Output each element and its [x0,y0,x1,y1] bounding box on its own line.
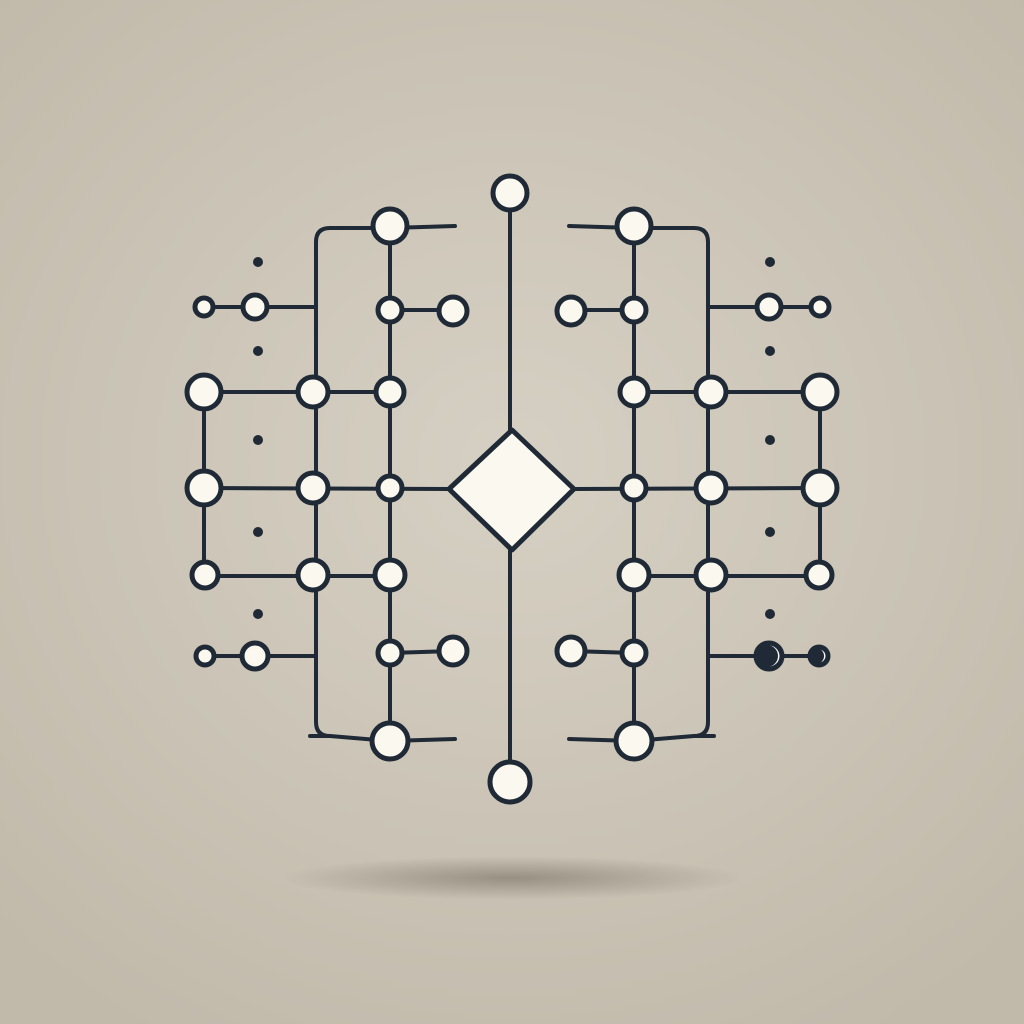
small-dot-right-4 [765,527,775,537]
node-right-11 [619,473,649,503]
small-dot-right-1 [765,257,775,267]
node-layer [184,173,840,805]
node-left-15 [193,644,217,668]
node-left-4 [375,295,405,325]
node-left-9 [184,468,224,508]
node-right-17 [619,638,649,668]
node-right-8 [617,375,651,409]
node-right-4 [619,295,649,325]
node-left-5 [436,294,470,328]
dot-layer [253,257,775,619]
small-dot-left-5 [253,609,263,619]
node-left-6 [184,372,224,412]
small-dot-left-2 [253,346,263,356]
node-right-1 [614,206,654,246]
node-right-5 [554,294,588,328]
node-left-18 [436,634,470,668]
node-left-11 [375,473,405,503]
small-dot-left-4 [253,527,263,537]
filled-node-right-1 [756,645,778,667]
node-left-14 [372,557,408,593]
node-center-1 [490,173,530,213]
small-dot-right-5 [765,609,775,619]
node-left-7 [295,374,331,410]
node-left-8 [373,375,407,409]
node-right-7 [693,374,729,410]
node-right-14 [616,557,652,593]
node-left-12 [189,559,221,591]
center-diamond-node [446,427,577,553]
node-left-3 [240,292,270,322]
node-left-16 [239,640,271,672]
node-right-18 [554,634,588,668]
small-dot-right-2 [765,346,775,356]
node-right-6 [800,372,840,412]
node-right-3 [754,292,784,322]
node-right-19 [613,720,655,762]
node-right-12 [803,559,835,591]
node-right-9 [800,468,840,508]
node-right-10 [693,470,729,506]
node-right-2 [808,295,832,319]
node-left-2 [192,295,216,319]
node-center-2 [487,759,533,805]
small-dot-left-3 [253,435,263,445]
small-dot-right-3 [765,435,775,445]
filled-node-right-2 [808,648,824,664]
node-left-19 [369,720,411,762]
node-left-13 [295,557,331,593]
node-left-10 [295,470,331,506]
node-right-13 [693,557,729,593]
ground-shadow [282,856,742,900]
node-left-1 [370,206,410,246]
small-dot-left-1 [253,257,263,267]
node-left-17 [375,638,405,668]
